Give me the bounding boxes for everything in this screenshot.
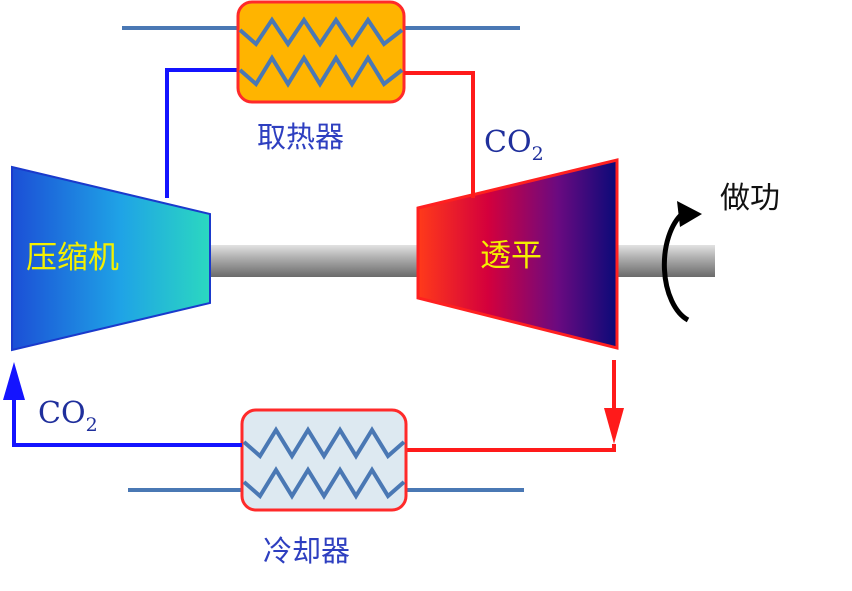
co2-label-bottom: CO2 [38,396,98,436]
heater-coil-top [238,16,404,48]
cooler-label: 冷却器 [263,534,350,568]
rotation-arrow-icon [661,201,702,323]
cooler-coil-top [242,426,406,460]
turbine-label: 透平 [480,238,542,274]
cooler-outlet-line [12,395,242,447]
heat-exchanger-label: 取热器 [257,120,344,154]
heat-exchanger [236,0,406,104]
compressor-outlet-line [165,68,240,198]
work-label: 做功 [720,181,780,216]
heater-coil-bottom [238,54,404,88]
flow-arrow-up-icon [3,362,25,400]
compressor-label: 压缩机 [26,240,119,276]
turbine [416,158,619,350]
cooler-coil-bottom [242,466,406,500]
hot-supply-line [404,71,475,198]
co2-label-top: CO2 [484,125,544,165]
compressor [11,165,211,352]
cooler-inlet-line [404,444,616,452]
flow-arrow-down-icon [604,408,624,444]
